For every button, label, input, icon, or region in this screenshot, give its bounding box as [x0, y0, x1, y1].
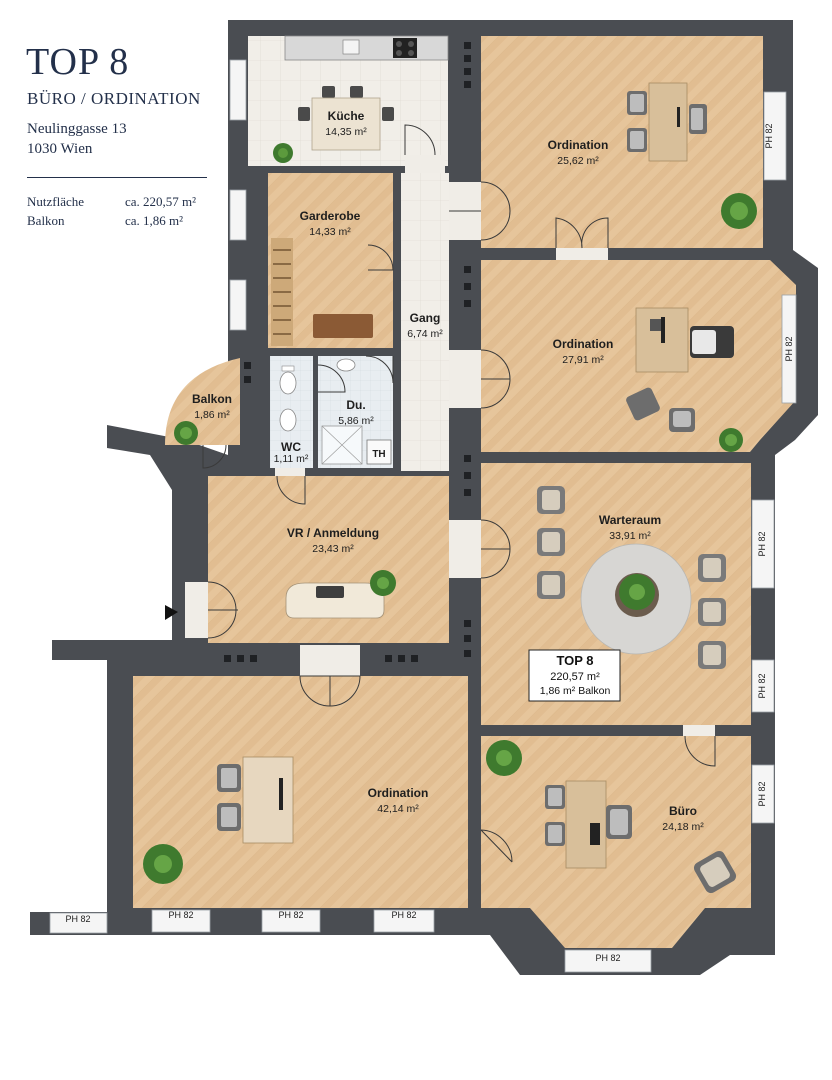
- plants: [143, 143, 757, 884]
- room-name-gang: Gang: [410, 311, 441, 325]
- room-size-buero: 24,18 m²: [662, 821, 704, 833]
- room-name-balkon: Balkon: [192, 392, 232, 406]
- room-size-ordination-1: 25,62 m²: [557, 155, 599, 167]
- kitchen-table: [298, 86, 394, 151]
- summary-box: TOP 8 220,57 m² 1,86 m² Balkon: [528, 649, 621, 702]
- area-value: ca. 220,57 m²: [125, 194, 197, 209]
- room-size-vr: 23,43 m²: [312, 543, 354, 555]
- room-size-wc: 1,11 m²: [274, 453, 309, 465]
- room-name-ordination-3: Ordination: [368, 786, 429, 800]
- window-label: PH 82: [278, 910, 303, 920]
- window-label: PH 82: [757, 531, 767, 556]
- door-swings: [202, 124, 716, 863]
- room-name-kueche: Küche: [328, 109, 365, 123]
- reception-desk: [285, 582, 385, 619]
- room-size-garderobe: 14,33 m²: [309, 226, 351, 238]
- room-size-gang: 6,74 m²: [407, 328, 443, 340]
- area-label: Balkon: [27, 213, 65, 228]
- plant-icon: [619, 574, 655, 610]
- desk-ordination-1: [627, 82, 707, 162]
- room-name-du: Du.: [346, 398, 365, 412]
- sanitary-fixtures: [279, 358, 392, 465]
- desk-ordination-2: [626, 307, 734, 432]
- desk-buero: [545, 780, 737, 894]
- room-size-du: 5,86 m²: [338, 415, 374, 427]
- room-name-wc: WC: [281, 440, 301, 454]
- window-label: PH 82: [391, 910, 416, 920]
- desk-ordination-3: [217, 756, 294, 844]
- floor-vr: [208, 476, 449, 643]
- plant-icon: [719, 428, 743, 452]
- header-divider: [27, 177, 207, 178]
- summary-balkon: 1,86 m² Balkon: [540, 685, 611, 697]
- room-name-ordination-1: Ordination: [548, 138, 609, 152]
- room-labels: Küche 14,35 m² Garderobe 14,33 m² Gang 6…: [192, 109, 704, 833]
- chimneys: [224, 42, 471, 662]
- page-title: TOP 8: [26, 41, 130, 83]
- plant-icon: [273, 143, 293, 163]
- window-label: PH 82: [757, 781, 767, 806]
- area-label: Nutzfläche: [27, 194, 85, 209]
- room-name-ordination-2: Ordination: [553, 337, 614, 351]
- window-label: PH 82: [757, 673, 767, 698]
- room-size-kueche: 14,35 m²: [325, 126, 367, 138]
- door-openings: [185, 155, 715, 736]
- window-label: PH 82: [595, 953, 620, 963]
- room-name-garderobe: Garderobe: [300, 209, 361, 223]
- plant-icon: [370, 570, 396, 596]
- window-label: PH 82: [168, 910, 193, 920]
- window-label: PH 82: [764, 123, 774, 148]
- summary-area: 220,57 m²: [550, 671, 600, 683]
- summary-title: TOP 8: [556, 653, 593, 668]
- windows: [49, 59, 797, 973]
- area-row-nutzflaeche: Nutzfläche ca. 220,57 m²: [27, 194, 196, 210]
- area-row-balkon: Balkon ca. 1,86 m²: [27, 213, 183, 229]
- room-size-ordination-2: 27,91 m²: [562, 354, 604, 366]
- room-name-vr: VR / Anmeldung: [287, 526, 379, 540]
- room-name-th: TH: [372, 449, 385, 460]
- room-name-buero: Büro: [669, 804, 697, 818]
- plant-icon: [174, 421, 198, 445]
- entrance-arrow-icon: [165, 605, 178, 620]
- room-size-ordination-3: 42,14 m²: [377, 803, 419, 815]
- kitchen-counter: [284, 35, 449, 61]
- garderobe-furniture: [271, 238, 373, 346]
- room-size-warteraum: 33,91 m²: [609, 530, 651, 542]
- address-street: Neulinggasse 13: [27, 121, 127, 137]
- plant-icon: [143, 844, 183, 884]
- floor-gang: [401, 173, 449, 471]
- window-label: PH 82: [784, 336, 794, 361]
- address-city: 1030 Wien: [27, 141, 93, 157]
- room-name-warteraum: Warteraum: [599, 513, 661, 527]
- floor-ordination-1: [481, 36, 763, 248]
- window-label: PH 82: [65, 914, 90, 924]
- window-labels: PH 82 PH 82 PH 82 PH 82 PH 82 PH 82 PH 8…: [65, 123, 794, 963]
- plant-icon: [486, 740, 522, 776]
- room-size-balkon: 1,86 m²: [194, 409, 230, 421]
- floor-ordination-3: [133, 676, 468, 908]
- plant-icon: [721, 193, 757, 229]
- page-subtitle: BÜRO / ORDINATION: [27, 89, 201, 108]
- area-value: ca. 1,86 m²: [125, 213, 184, 228]
